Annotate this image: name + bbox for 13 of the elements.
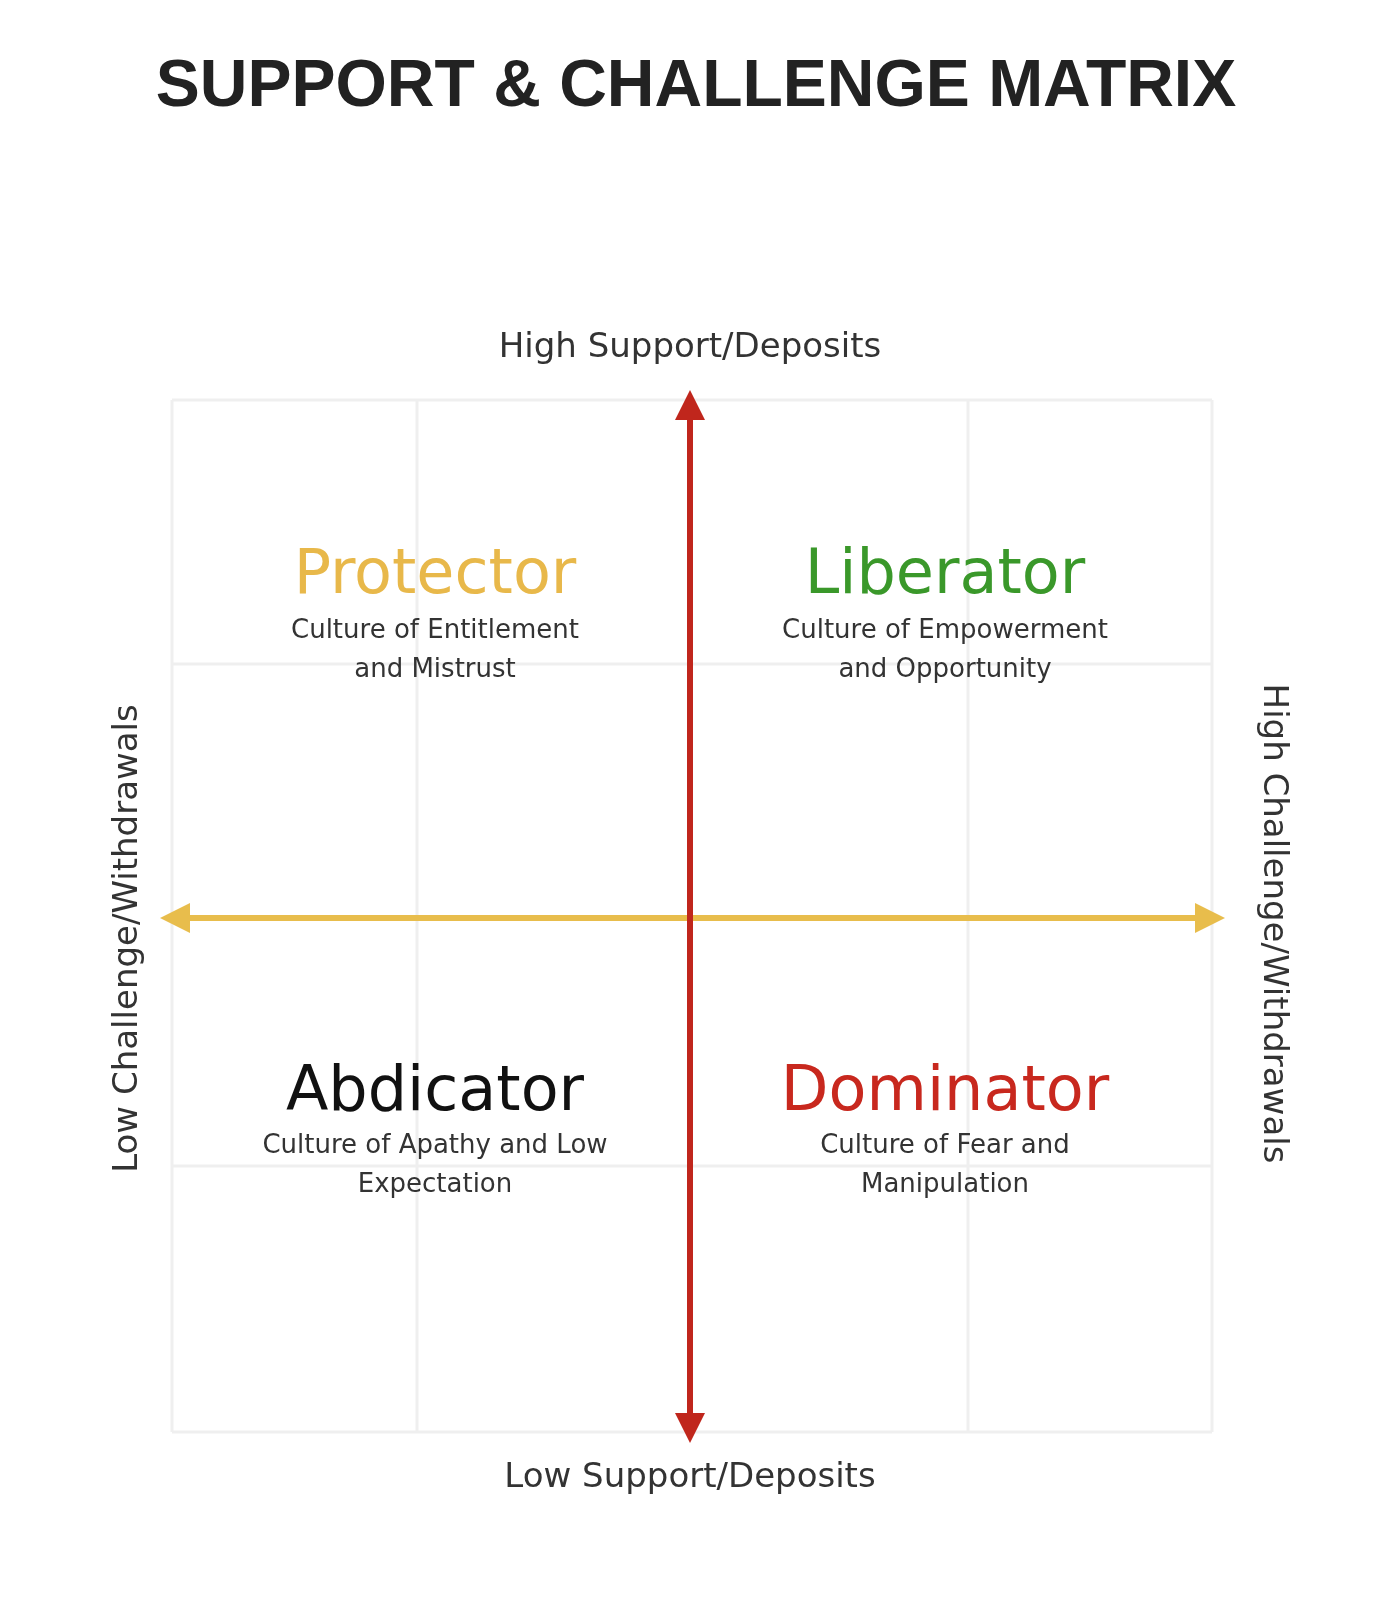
- quadrant-title: Dominator: [779, 1052, 1111, 1127]
- quadrant-description: Culture of Empowerment and Opportunity: [781, 613, 1109, 685]
- axis-label: High Support/Deposits: [497, 324, 883, 367]
- quadrant-description: Culture of Apathy and Low Expectation: [261, 1128, 609, 1200]
- page-title: SUPPORT & CHALLENGE MATRIX: [154, 45, 1238, 121]
- quadrant-title: Liberator: [803, 535, 1087, 610]
- axis-label: High Challenge/Withdrawals: [1254, 682, 1297, 1166]
- quadrant-description: Culture of Entitlement and Mistrust: [290, 613, 580, 685]
- quadrant-title: Abdicator: [284, 1052, 586, 1127]
- quadrant-title: Protector: [292, 535, 578, 610]
- axis-label: Low Challenge/Withdrawals: [103, 703, 146, 1175]
- axis-label: Low Support/Deposits: [503, 1454, 877, 1497]
- quadrant-description: Culture of Fear and Manipulation: [819, 1128, 1071, 1200]
